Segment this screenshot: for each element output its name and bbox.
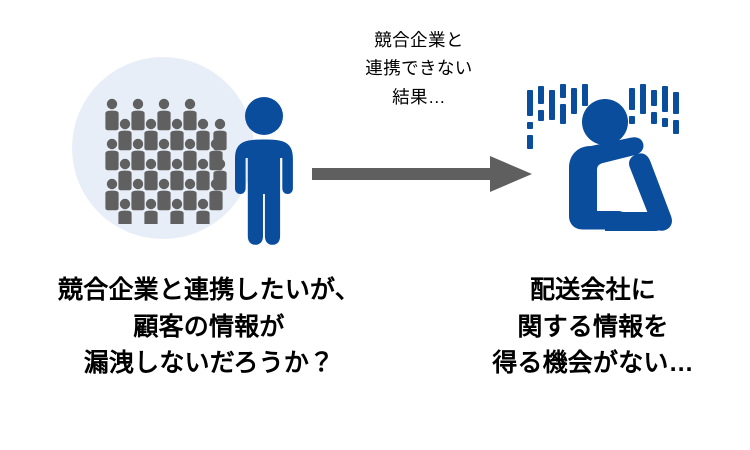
left-caption: 競合企業と連携したいが、 顧客の情報が 漏洩しないだろうか？ — [14, 272, 404, 382]
right-arrow-icon — [312, 156, 532, 192]
right-caption-line-2: 関する情報を — [517, 312, 669, 341]
standing-person-icon — [235, 97, 293, 245]
arrow-caption-line-1: 競合企業と — [374, 30, 464, 50]
left-caption-line-2: 顧客の情報が — [133, 312, 285, 341]
dejected-sitting-person-icon — [527, 84, 679, 231]
gloom-lines-left — [527, 84, 588, 149]
left-caption-line-3: 漏洩しないだろうか？ — [83, 349, 335, 377]
gloom-lines-right — [629, 84, 679, 134]
arrow-caption-line-3: 結果… — [392, 86, 446, 107]
left-scene — [0, 0, 320, 262]
right-caption-line-3: 得る機会がない… — [492, 349, 694, 377]
right-caption-line-1: 配送会社に — [529, 276, 656, 304]
arrow-caption-line-2: 連携できない — [365, 58, 473, 79]
right-caption: 配送会社に 関する情報を 得る機会がない… — [448, 272, 738, 382]
crowd-of-people-icon — [105, 98, 227, 224]
transition-block: 競合企業と 連携できない 結果… — [306, 26, 532, 194]
left-caption-line-1: 競合企業と連携したいが、 — [58, 276, 360, 304]
right-scene — [505, 78, 685, 246]
arrow-caption: 競合企業と 連携できない 結果… — [306, 26, 532, 111]
